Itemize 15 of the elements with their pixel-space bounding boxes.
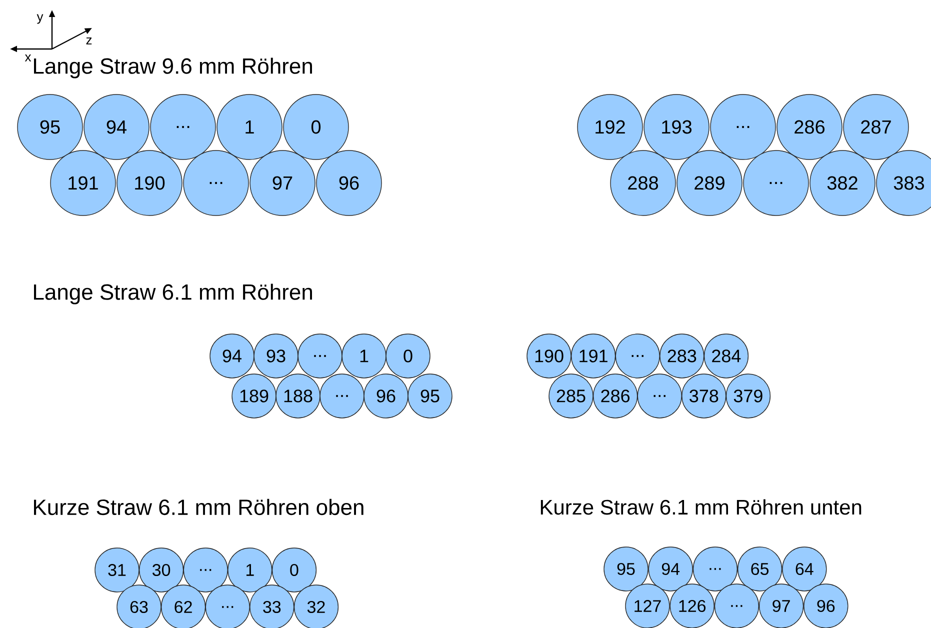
heading: Lange Straw 9.6 mm Röhren — [34, 58, 312, 78]
heading: Kurze Straw 6.1 mm Röhren oben — [34, 498, 364, 516]
node-label: ... — [222, 606, 234, 608]
axis-label: y — [36, 14, 44, 24]
heading: Kurze Straw 6.1 mm Röhren unten — [540, 499, 862, 515]
node-label: 126 — [679, 600, 706, 612]
axis-label: z — [86, 38, 92, 44]
heading: Lange Straw 6.1 mm Röhren — [34, 284, 312, 304]
node-label: 63 — [130, 600, 148, 614]
axis-label: x — [24, 54, 32, 62]
node-label: 97 — [772, 600, 790, 612]
node-label: 127 — [634, 600, 661, 612]
node-label: ... — [731, 605, 742, 607]
node-label: 33 — [263, 600, 281, 614]
node-label: 62 — [174, 600, 192, 614]
